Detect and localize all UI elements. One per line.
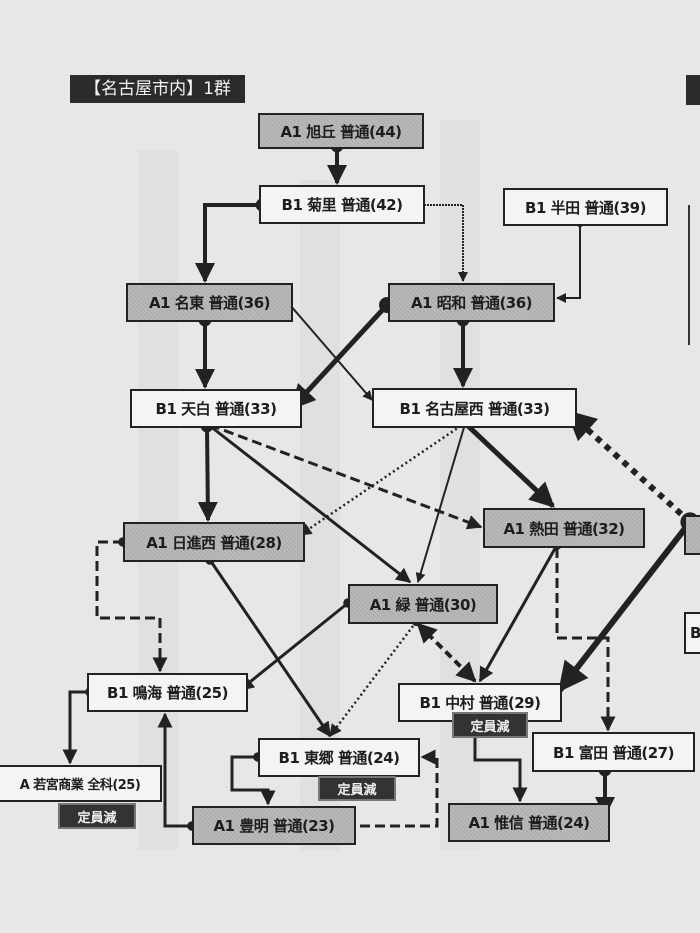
edge-nagoyanishi-atsuta [464,422,555,508]
edge-toyoake-narumi [157,712,197,831]
edge-right-nakamura [557,512,700,693]
edge-nisshinnishi-narumi [95,537,168,673]
node-kikuzato: B1 菊里 普通(42) [259,185,425,224]
node-handa: B1 半田 普通(39) [503,188,668,226]
node-togo: B1 東郷 普通(24) [258,738,420,777]
node-nisshinnishi: A1 日進西 普通(28) [123,522,305,562]
edge-showa-tenpaku [290,297,395,410]
edge-right-nagoyanishi [565,409,693,525]
edge-midori-narumi [238,598,353,692]
node-toyoake: A1 豊明 普通(23) [192,806,356,845]
node-meito: A1 名東 普通(36) [126,283,293,322]
node-nagoyanishi: B1 名古屋西 普通(33) [372,388,577,428]
node-tomida: B1 富田 普通(27) [532,732,695,772]
edge-kikuzato-showa [414,201,468,282]
edge-nakamura-ishin [473,722,528,803]
node-tenpaku: B1 天白 普通(33) [130,389,302,428]
header-block-partial [686,75,700,105]
edge-togo-toyoake [230,752,276,806]
edge-midori-nakamura [416,622,477,683]
node-atsuta: A1 熱田 普通(32) [483,508,645,548]
edge-midori-togo [329,618,420,737]
node-asahigaoka: A1 旭丘 普通(44) [258,113,424,149]
capacity-reduction-badge: 定員減 [452,712,528,738]
capacity-reduction-badge: 定員減 [58,803,136,829]
edge-nagoyanishi-nisshinnishi [298,419,469,537]
node-ishin: A1 惟信 普通(24) [448,803,610,842]
edge-nagoyanishi-midori [415,423,466,583]
capacity-reduction-badge: 定員減 [318,776,396,801]
node-narumi: B1 鳴海 普通(25) [87,673,248,712]
node-showa: A1 昭和 普通(36) [388,283,555,322]
diagram-title: 【名古屋市内】1群 [70,75,245,103]
edge-kikuzato-meito [195,198,269,283]
edge-atsuta-nakamura [478,540,562,683]
node-midori: A1 緑 普通(30) [348,584,498,624]
edge-handa-showa [556,220,584,303]
edge-narumi-wakamiya [62,687,95,765]
edge-tenpaku-nisshinnishi [197,419,218,522]
edge-meito-nagoyanishi [280,294,373,401]
node-wakamiya: A 若宮商業 全科(25) [0,765,162,802]
node-partial-right-b: B [684,612,700,654]
divider-line [688,205,690,345]
edge-toyoake-togo [340,749,439,831]
node-partial-right [684,515,700,555]
